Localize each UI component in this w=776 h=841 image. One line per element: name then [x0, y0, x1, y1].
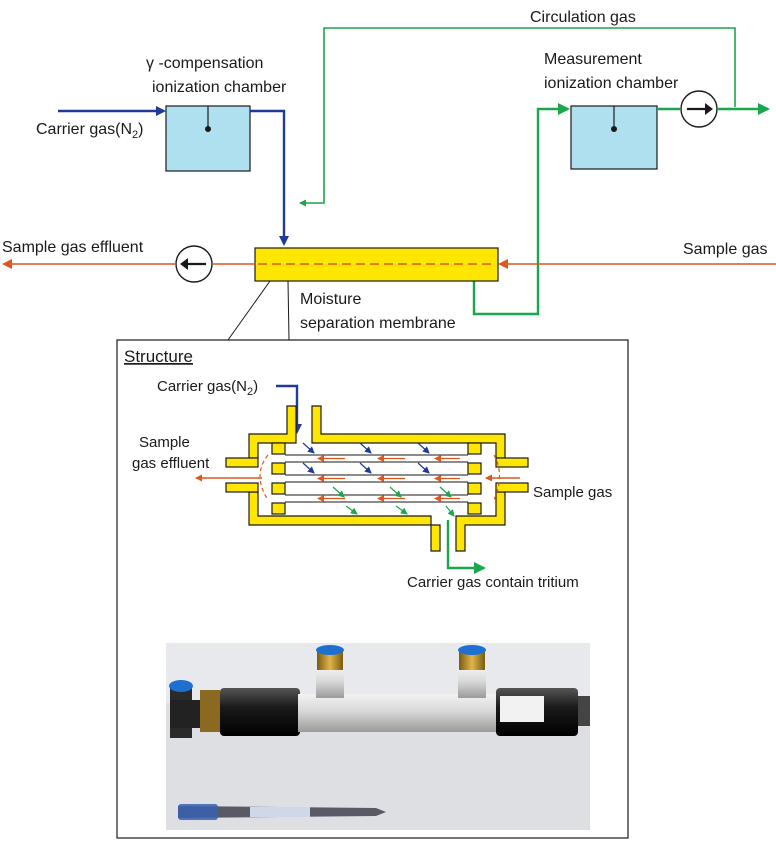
measurement-chamber-label-line2: ionization chamber — [544, 75, 679, 92]
membrane-module-photo — [166, 643, 590, 830]
callout-line-left — [227, 280, 271, 341]
pump-icon-right — [680, 90, 718, 128]
measurement-chamber-label-line1: Measurement — [544, 51, 642, 68]
structure-carrier-tritium-label: Carrier gas contain tritium — [407, 574, 579, 591]
carrier-tritium-line — [472, 103, 570, 316]
structure-sample-gas-label: Sample gas — [533, 484, 612, 501]
circulation-gas-loop — [299, 27, 736, 207]
structure-tritium-outlet-arrow — [446, 520, 486, 574]
moisture-membrane-label-line2: separation membrane — [300, 315, 456, 332]
moisture-membrane-label-line1: Moisture — [300, 291, 361, 308]
structure-sample-effluent-line1: Sample — [139, 434, 190, 451]
gamma-chamber-electrode-dot — [205, 126, 211, 132]
sample-gas-effluent-label: Sample gas effluent — [2, 239, 144, 256]
carrier-to-membrane-line — [250, 109, 289, 246]
callout-line-right — [287, 280, 290, 341]
structure-sample-effluent-line2: gas effluent — [132, 455, 210, 472]
structure-title: Structure — [124, 347, 193, 366]
sample-gas-label: Sample gas — [683, 241, 768, 258]
structure-carrier-inlet-arrow — [276, 384, 302, 434]
circulation-gas-label: Circulation gas — [530, 9, 636, 26]
carrier-gas-label: Carrier gas(N2) — [36, 121, 143, 141]
structure-detail-box — [116, 339, 629, 839]
pump-icon-left — [175, 245, 213, 283]
structure-carrier-gas-label: Carrier gas(N2) — [157, 378, 258, 398]
gamma-chamber-label-line1: γ -compensation — [146, 55, 263, 72]
module-cross-section — [225, 405, 529, 552]
measurement-chamber-electrode-dot — [611, 126, 617, 132]
gamma-chamber-label-line2: ionization chamber — [152, 79, 287, 96]
structure-tritium-flow — [332, 486, 455, 517]
structure-sample-flow — [195, 454, 520, 502]
structure-carrier-flow — [302, 442, 430, 474]
